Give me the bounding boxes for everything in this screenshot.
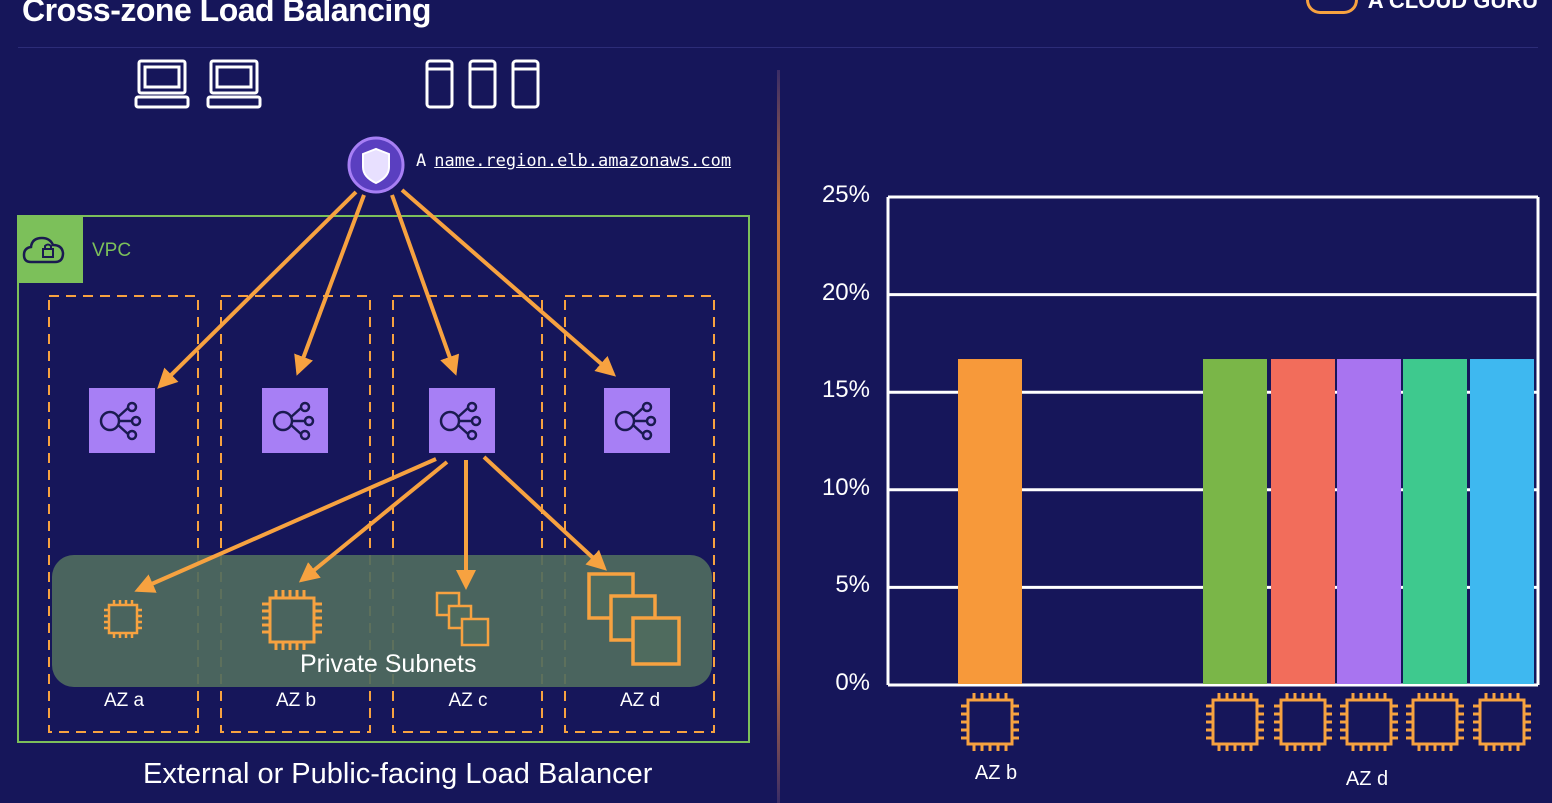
elb-node-icon: [429, 388, 495, 453]
laptop-icon: [134, 59, 190, 109]
az-b-boundary: [220, 295, 371, 733]
ec2-instance-icon: [961, 693, 1019, 751]
az-d-boundary: [564, 295, 715, 733]
elb-node-icon: [604, 388, 670, 453]
vertical-divider: [777, 70, 780, 803]
phone-icon: [468, 59, 497, 109]
architecture-diagram: [17, 59, 750, 743]
ec2-instance-icon: [1406, 693, 1464, 751]
az-b-label: AZ b: [275, 690, 317, 711]
elb-node-icon: [89, 388, 155, 453]
private-subnet-band: [52, 555, 712, 687]
chart-bar: [1271, 359, 1335, 684]
diagram-caption: External or Public-facing Load Balancer: [143, 758, 653, 790]
page-title: Cross-zone Load Balancing: [22, 0, 431, 28]
cloud-guru-logo-icon: [1305, 0, 1358, 14]
chart-bar: [1203, 359, 1267, 684]
y-tick-label: 20%: [821, 278, 870, 306]
az-c-label: AZ c: [448, 690, 488, 711]
dns-arrow-az-c: [390, 194, 460, 376]
az-a-boundary: [48, 295, 199, 733]
chart-bar: [1403, 359, 1467, 684]
dns-name-link[interactable]: name.region.elb.amazonaws.com: [434, 151, 732, 171]
y-tick-label: 25%: [821, 181, 870, 208]
elb-node-icon: [262, 388, 328, 453]
lb-arrow-az-d: [482, 455, 607, 571]
chart-group-label-az-d: AZ d: [1345, 768, 1389, 790]
brand-name: A CLOUD GURU: [1367, 0, 1538, 13]
ec2-instance-icon: [262, 590, 322, 650]
ec2-instances-icon: [587, 572, 681, 666]
vpc-boundary: [17, 215, 750, 743]
phone-icon: [425, 59, 454, 109]
ec2-instance-icon: [1206, 693, 1264, 751]
y-tick-label: 5%: [835, 571, 870, 599]
ec2-instance-icon: [1274, 693, 1332, 751]
y-tick-label: 10%: [821, 473, 870, 501]
dns-arrow-az-a: [157, 190, 358, 389]
az-d-label: AZ d: [619, 690, 661, 711]
vpc-label: VPC: [92, 240, 132, 261]
lb-arrow-az-b: [298, 460, 449, 583]
route53-shield-icon: [347, 136, 405, 194]
dns-arrow-az-b: [294, 194, 366, 376]
dns-arrow-az-d: [400, 188, 617, 377]
brand-logo: A CLOUD GURU: [1305, 0, 1538, 14]
dns-record-type: A: [416, 151, 427, 171]
ec2-instance-icon: [1473, 693, 1531, 751]
laptop-icon: [206, 59, 262, 109]
vpc-cloud-lock-icon: [18, 216, 83, 283]
ec2-instance-icon: [1340, 693, 1398, 751]
header-divider: [18, 47, 1538, 48]
ec2-instances-icon: [435, 591, 490, 647]
y-tick-label: 0%: [835, 669, 870, 696]
lb-arrow-az-a: [134, 457, 437, 593]
az-c-boundary: [392, 295, 543, 733]
chart-bar: [1470, 359, 1534, 684]
private-subnets-label: Private Subnets: [300, 650, 477, 678]
ec2-instance-icon: [104, 600, 142, 638]
chart-bar: [958, 359, 1022, 684]
y-tick-label: 15%: [821, 376, 870, 404]
chart-bar: [1337, 359, 1401, 684]
chart-group-label-az-b: AZ b: [974, 762, 1018, 784]
az-a-label: AZ a: [103, 690, 145, 711]
phone-icon: [511, 59, 540, 109]
